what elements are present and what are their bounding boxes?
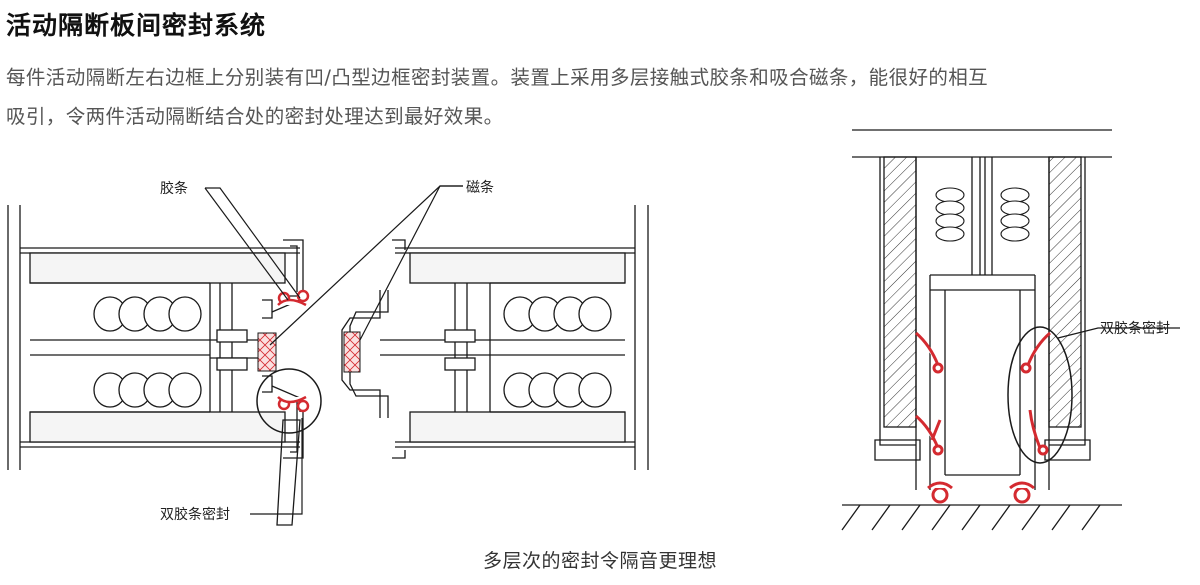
- rubber-strip-label: 胶条: [160, 180, 188, 197]
- section-leader-line: [1057, 327, 1180, 339]
- leader-lines: [204, 185, 463, 515]
- left-insulation: [93, 296, 202, 408]
- left-magnetic-strip: [257, 332, 277, 372]
- section-view: [841, 129, 1122, 531]
- right-panel-section: [341, 205, 649, 470]
- description: 每件活动隔断左右边框上分别装有凹/凸型边框密封装置。装置上采用多层接触式胶条和吸…: [6, 58, 1194, 136]
- left-rubber-strips: [277, 289, 310, 413]
- magnetic-strip-label: 磁条: [466, 179, 494, 196]
- right-insulation: [503, 296, 612, 408]
- right-magnetic-strip: [343, 331, 361, 373]
- left-panel-section: [7, 205, 304, 526]
- description-line-1: 每件活动隔断左右边框上分别装有凹/凸型边框密封装置。装置上采用多层接触式胶条和吸…: [6, 66, 989, 89]
- left-seal-highlight-circle: [256, 368, 322, 434]
- section-insulation: [935, 187, 1030, 242]
- page-title: 活动隔断板间密封系统: [6, 11, 267, 40]
- figure-caption: 多层次的密封令隔音更理想: [482, 550, 717, 572]
- section-seal-highlight-ellipse: [1007, 326, 1073, 464]
- double-strip-seal-label-left: 双胶条密封: [160, 506, 230, 523]
- double-strip-seal-label-right: 双胶条密封: [1100, 320, 1170, 337]
- description-line-2: 吸引，令两件活动隔断结合处的密封处理达到最好效果。: [6, 105, 504, 128]
- section-rubber-strips: [915, 331, 1051, 504]
